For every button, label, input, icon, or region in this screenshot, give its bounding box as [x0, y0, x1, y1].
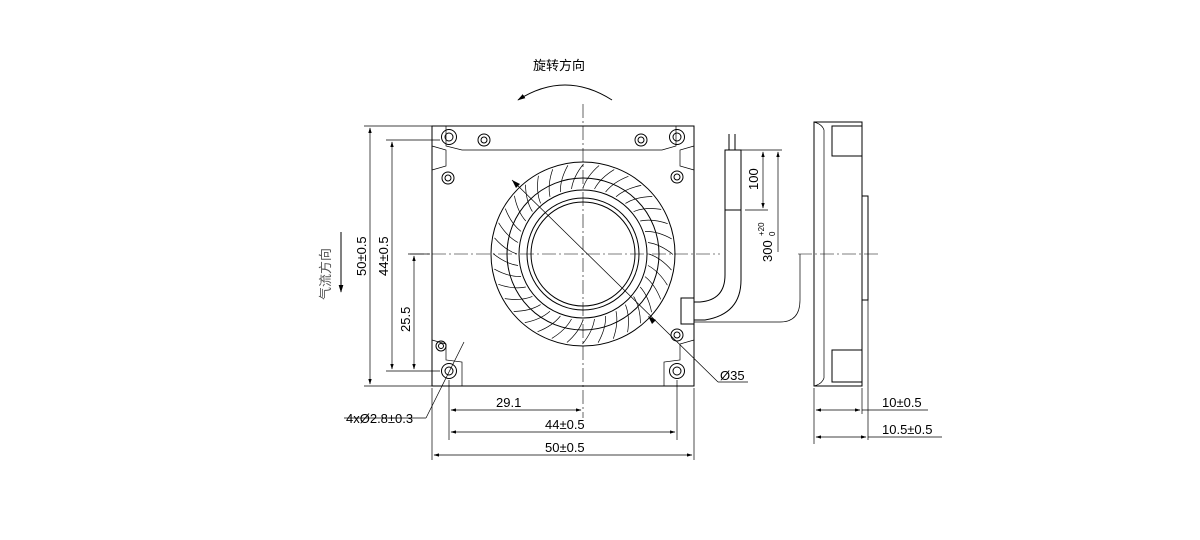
rotation-arrow	[517, 84, 613, 101]
dimensions	[344, 125, 782, 460]
impeller-blade	[594, 169, 615, 190]
impeller-blade	[571, 163, 584, 190]
front-view	[410, 84, 801, 418]
impeller-blade	[582, 318, 595, 345]
impeller-blade	[504, 208, 522, 232]
impeller-blade	[537, 315, 561, 333]
hole-offset-x-label: 29.1	[496, 395, 521, 410]
mounting-hole-top-right	[669, 129, 685, 145]
screw-low-left	[435, 340, 447, 352]
impeller-blade	[513, 304, 541, 312]
impeller-blade	[551, 318, 572, 339]
impeller-blade	[640, 219, 668, 225]
impeller-blade	[625, 304, 629, 333]
screw-mid-left	[441, 171, 455, 185]
lead-wire	[680, 134, 801, 325]
diameter-leader	[511, 179, 719, 383]
impeller-blade	[498, 283, 526, 289]
side-view	[798, 121, 942, 444]
impeller-blade	[647, 242, 674, 255]
lead-strip-label: 100	[746, 168, 761, 190]
screw-low-right	[670, 328, 684, 342]
mounting-hole-top-left	[441, 129, 457, 145]
hole-spec-label: 4xØ2.8±0.3	[346, 411, 413, 426]
housing-outline	[431, 125, 695, 387]
impeller-blade	[633, 208, 662, 212]
impeller-blade	[639, 286, 652, 313]
hole-leader	[425, 341, 465, 419]
width-outer-label: 50±0.5	[545, 440, 585, 455]
width-inner-label: 44±0.5	[545, 417, 585, 432]
impeller-blade	[492, 253, 519, 266]
impeller-blade	[597, 315, 606, 343]
impeller-blade	[494, 237, 518, 255]
impeller-blade	[494, 268, 522, 277]
height-outer-label: 50±0.5	[354, 236, 369, 276]
rotation-direction-label: 旋转方向	[533, 58, 585, 74]
mounting-hole-bottom-right	[669, 363, 685, 379]
impeller-blade	[560, 165, 569, 193]
impeller-blade	[566, 319, 584, 343]
impeller-blade	[644, 231, 672, 240]
impeller-blades	[492, 163, 674, 345]
lead-tol-upper-label: +20	[757, 222, 766, 236]
impeller-blade	[548, 169, 554, 197]
impeller-blade	[605, 175, 629, 193]
impeller-blade	[633, 296, 641, 324]
impeller-blade	[514, 195, 527, 222]
lead-tol-lower-label: 0	[768, 231, 777, 236]
impeller-diameter-label: Ø35	[720, 368, 745, 383]
impeller-blade	[504, 296, 533, 300]
impeller-blade	[537, 175, 541, 204]
impeller-blade	[498, 222, 519, 243]
airflow-direction-label: 气流方向	[318, 248, 334, 300]
hole-offset-y-label: 25.5	[398, 307, 413, 332]
screw-top-right	[634, 133, 648, 147]
impeller-blade	[615, 185, 642, 198]
lead-length-label: 300	[760, 240, 775, 262]
impeller-blade	[582, 165, 600, 189]
impeller-blade	[524, 310, 551, 323]
impeller-blade	[625, 196, 653, 204]
impeller-blade	[612, 311, 618, 339]
thickness-body-label: 10±0.5	[882, 395, 922, 410]
impeller-blade	[644, 276, 662, 300]
impeller-blade	[648, 253, 672, 271]
housing-inner-outline	[431, 126, 695, 386]
height-inner-label: 44±0.5	[376, 236, 391, 276]
screw-mid-right	[670, 170, 684, 184]
impeller-blade	[647, 265, 668, 286]
mounting-hole-bottom-left	[441, 363, 457, 379]
screw-top-left	[477, 133, 491, 147]
thickness-total-label: 10.5±0.5	[882, 422, 933, 437]
impeller-blade	[525, 184, 533, 212]
